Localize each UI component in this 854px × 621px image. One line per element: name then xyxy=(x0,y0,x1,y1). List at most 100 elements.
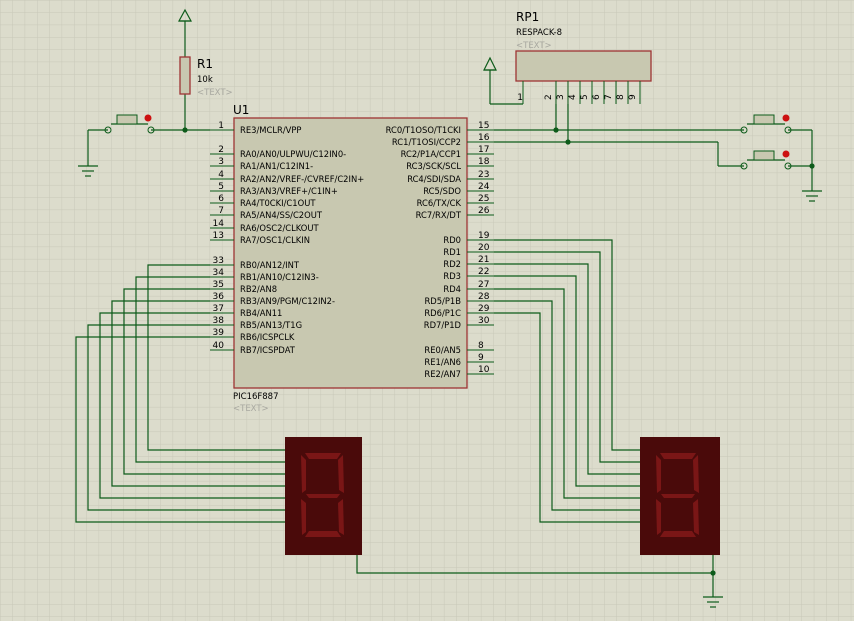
wire-rb4 xyxy=(99,312,285,499)
pin-number: 33 xyxy=(213,256,224,266)
pin-number: 8 xyxy=(478,341,484,351)
rp1-pin-label: 4 xyxy=(568,94,578,100)
respack-rp1[interactable]: RP1 RESPACK-8 <TEXT> 1 2 3 4 5 6 7 8 9 xyxy=(515,10,652,104)
ground-icon xyxy=(703,596,723,608)
button-actuator-dot[interactable] xyxy=(782,150,790,158)
resistor-r1[interactable]: R1 10k <TEXT> xyxy=(179,56,233,98)
rp1-value: RESPACK-8 xyxy=(516,28,562,38)
ground-icon xyxy=(78,165,98,177)
pin-number: 15 xyxy=(478,121,489,131)
pin-number: 5 xyxy=(218,182,224,192)
pin-number: 21 xyxy=(478,255,489,265)
button-actuator-dot[interactable] xyxy=(782,114,790,122)
pin-label: RD2 xyxy=(443,259,461,269)
pin-number: 26 xyxy=(478,206,490,216)
pin-label: RC3/SCK/SCL xyxy=(406,161,461,171)
pin-number: 25 xyxy=(478,194,489,204)
seven-segment-display-right[interactable] xyxy=(640,437,720,555)
pin-label: RE3/MCLR/VPP xyxy=(240,125,301,135)
pin-label: RC6/TX/CK xyxy=(417,198,462,208)
wire-rd5 xyxy=(494,300,640,511)
wire-rd0 xyxy=(494,239,640,451)
rp1-pin-leads xyxy=(522,81,641,104)
pin: 21 RD2 xyxy=(443,255,489,269)
pin-number: 14 xyxy=(213,219,225,229)
button-rc1[interactable] xyxy=(740,150,792,170)
ground-icon xyxy=(802,190,822,202)
rp1-pin-label: 6 xyxy=(592,94,602,100)
r1-tag: <TEXT> xyxy=(197,88,233,98)
pin-label: RB3/AN9/PGM/C12IN2- xyxy=(240,296,335,306)
pin: 29 RD6/P1C xyxy=(424,304,489,318)
pin-number: 29 xyxy=(478,304,490,314)
button-actuator-dot[interactable] xyxy=(144,114,152,122)
pin: 26 RC7/RX/DT xyxy=(416,206,490,220)
seven-segment-display-left[interactable] xyxy=(285,437,362,555)
junction-rc1 xyxy=(565,139,571,145)
pin-label: RD5/P1B xyxy=(424,296,461,306)
power-symbols xyxy=(78,8,822,608)
wire-rb0 xyxy=(147,264,285,451)
r1-ref: R1 xyxy=(197,57,213,71)
pin: 25 RC6/TX/CK xyxy=(417,194,490,208)
u1-tag: <TEXT> xyxy=(233,404,269,414)
wire-rb6 xyxy=(75,336,285,523)
wires xyxy=(75,21,813,597)
pin-number: 40 xyxy=(213,341,225,351)
pin-label: RC7/RX/DT xyxy=(416,210,462,220)
pin-number: 37 xyxy=(213,304,224,314)
pin-label: RE0/AN5 xyxy=(424,345,461,355)
junction-disp-gnd xyxy=(710,570,716,576)
button-reset[interactable] xyxy=(104,114,155,134)
junctions xyxy=(182,127,815,576)
rp1-pin-label: 5 xyxy=(580,94,590,100)
button-rc0[interactable] xyxy=(740,114,792,134)
resistor-icon xyxy=(179,56,191,95)
wire-rd4 xyxy=(494,288,640,499)
pin-number: 17 xyxy=(478,145,489,155)
wire-rb2 xyxy=(123,288,285,475)
pin-label: RB2/AN8 xyxy=(240,284,277,294)
pin-number: 16 xyxy=(478,133,490,143)
wire-rd3 xyxy=(494,275,640,487)
pin-number: 10 xyxy=(478,365,490,375)
pin-label: RB7/ICSPDAT xyxy=(240,345,296,355)
pin-label: RA6/OSC2/CLKOUT xyxy=(240,223,320,233)
rp1-pin-label: 1 xyxy=(517,93,523,103)
wire-disp1-common xyxy=(356,555,713,574)
pin-number: 24 xyxy=(478,182,490,192)
rp1-pin-label: 7 xyxy=(604,94,614,100)
pin-number: 1 xyxy=(218,121,224,131)
pin-label: RA5/AN4/SS/C2OUT xyxy=(240,210,323,220)
u1-ref: U1 xyxy=(233,103,249,117)
pin-number: 23 xyxy=(478,170,489,180)
pin-number: 7 xyxy=(218,206,224,216)
pin-number: 4 xyxy=(218,170,224,180)
seven-segment-digit-icon xyxy=(301,453,344,537)
rp1-pin-label: 8 xyxy=(616,94,626,100)
pin-label: RD6/P1C xyxy=(424,308,461,318)
pin-label: RA1/AN1/C12IN1- xyxy=(240,161,313,171)
button-terminal xyxy=(147,126,155,134)
pin-label: RB6/ICSPCLK xyxy=(240,332,295,342)
u1-part: PIC16F887 xyxy=(233,392,279,402)
pin-number: 34 xyxy=(213,268,225,278)
